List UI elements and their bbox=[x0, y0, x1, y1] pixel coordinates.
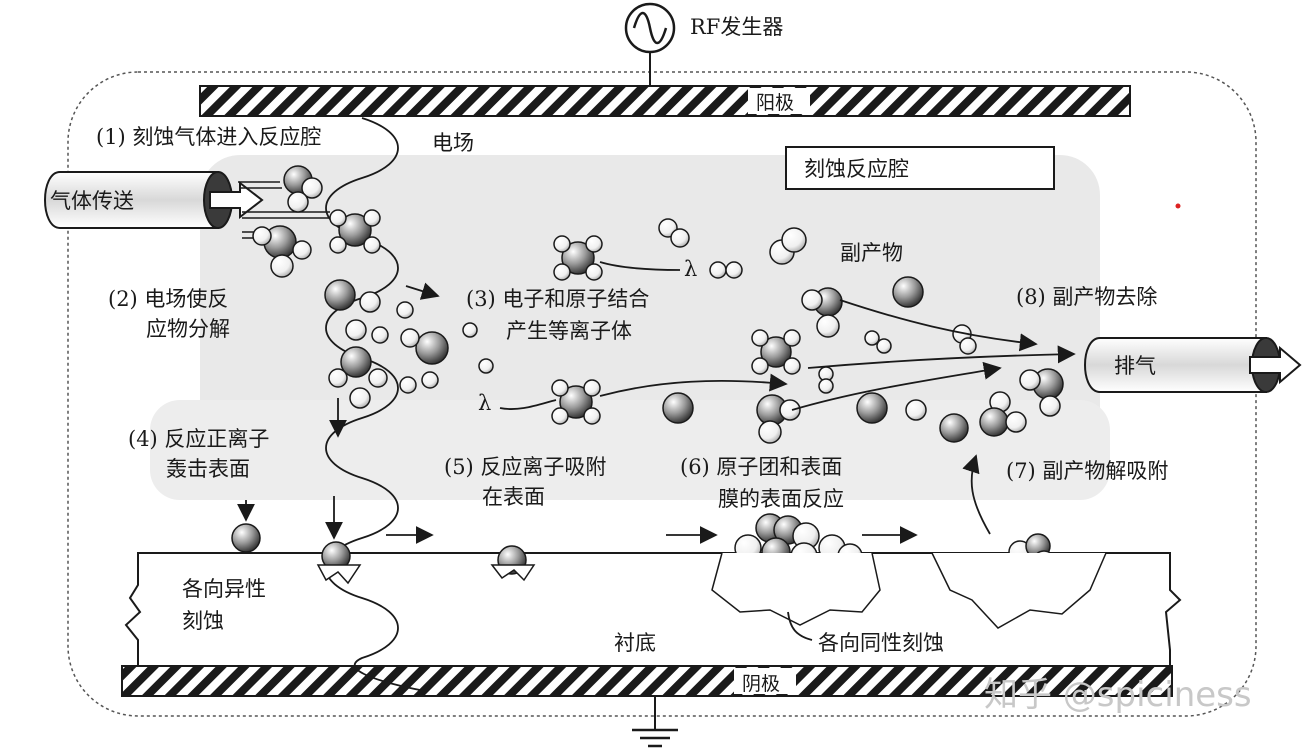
step-1-label: (1) 刻蚀气体进入反应腔 bbox=[96, 125, 321, 149]
lambda-photon-1: λ bbox=[684, 257, 697, 281]
gas-inlet-pipe: 气体传送 bbox=[44, 171, 264, 229]
chamber-outline bbox=[67, 71, 1257, 717]
anisotropic-label-line1: 各向异性 bbox=[182, 577, 266, 601]
flow-arrows bbox=[237, 261, 1076, 544]
rf-generator: RF发生器 bbox=[624, 2, 783, 86]
byproduct-label: 副产物 bbox=[840, 241, 903, 265]
isotropic-label: 各向同性刻蚀 bbox=[818, 631, 944, 655]
step-7-label: (7) 副产物解吸附 bbox=[1006, 459, 1168, 483]
substrate-label: 衬底 bbox=[614, 631, 656, 655]
plasma-fog-lower bbox=[150, 400, 1110, 500]
watermark: 知乎 @spiciness bbox=[984, 675, 1252, 715]
step-3-label-line1: (3) 电子和原子结合 bbox=[466, 287, 649, 311]
step-5-label-line2: 在表面 bbox=[482, 485, 545, 509]
cathode: 阴极 bbox=[121, 665, 1173, 748]
exhaust-label: 排气 bbox=[1114, 354, 1156, 378]
etch-pits bbox=[316, 552, 1107, 629]
anisotropic-label-line2: 刻蚀 bbox=[182, 609, 224, 633]
exhaust-pipe: 排气 bbox=[1084, 337, 1302, 393]
anode: 阳极 bbox=[199, 85, 1131, 117]
step-2-label-line1: (2) 电场使反 bbox=[108, 287, 228, 311]
step-2-label-line2: 应物分解 bbox=[146, 317, 230, 341]
step-4-label-line1: (4) 反应正离子 bbox=[128, 427, 269, 451]
gas-in-label: 气体传送 bbox=[50, 189, 134, 213]
isotropic-pointer bbox=[787, 611, 813, 641]
exhaust-arrow-icon bbox=[1249, 345, 1302, 385]
step-3-label-line2: 产生等离子体 bbox=[506, 319, 632, 343]
chamber-label-box: 刻蚀反应腔 bbox=[785, 146, 1055, 190]
rf-generator-label: RF发生器 bbox=[690, 15, 783, 39]
field-label: 电场 bbox=[432, 131, 474, 155]
cathode-label: 阴极 bbox=[742, 673, 780, 695]
step-6-label-line2: 膜的表面反应 bbox=[718, 487, 844, 511]
step-4-label-line2: 轰击表面 bbox=[166, 457, 250, 481]
step-8-label: (8) 副产物去除 bbox=[1016, 285, 1157, 309]
step-6-label-line1: (6) 原子团和表面 bbox=[680, 455, 842, 479]
lambda-photon-2: λ bbox=[478, 391, 491, 415]
anode-label: 阳极 bbox=[756, 92, 794, 114]
substrate: 衬底 bbox=[124, 552, 1182, 667]
red-dot-mark bbox=[1175, 203, 1181, 209]
step-5-label-line1: (5) 反应离子吸附 bbox=[444, 455, 606, 479]
gas-in-arrow-icon bbox=[209, 180, 264, 220]
chamber-label: 刻蚀反应腔 bbox=[804, 157, 909, 181]
